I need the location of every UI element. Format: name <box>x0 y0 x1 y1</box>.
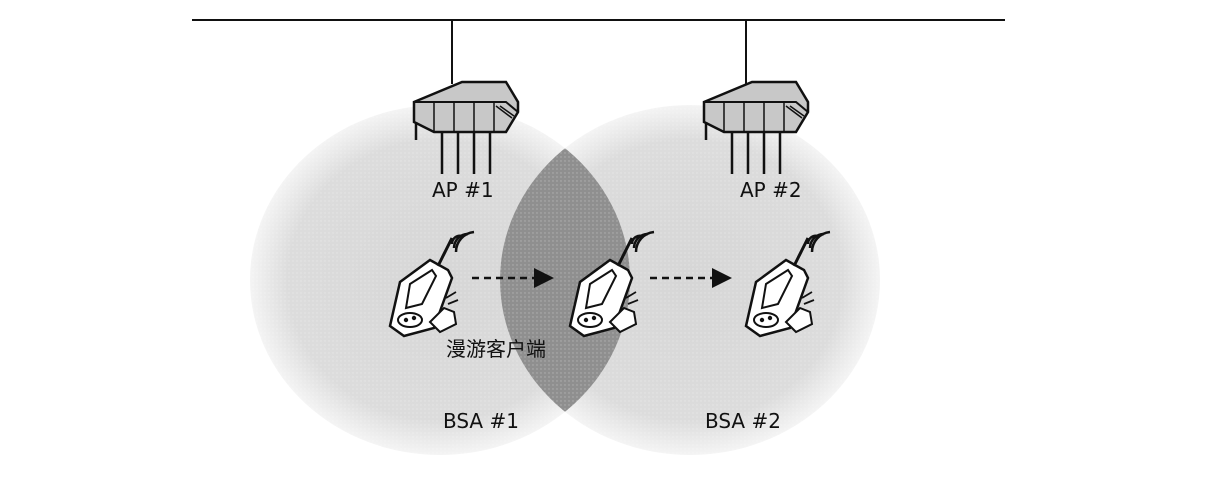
roaming-client-label: 漫游客户端 <box>446 337 546 361</box>
bsa2-label: BSA #2 <box>705 409 781 433</box>
ap2-label: AP #2 <box>740 178 802 202</box>
bsa1-label: BSA #1 <box>443 409 519 433</box>
ap1-label: AP #1 <box>432 178 494 202</box>
